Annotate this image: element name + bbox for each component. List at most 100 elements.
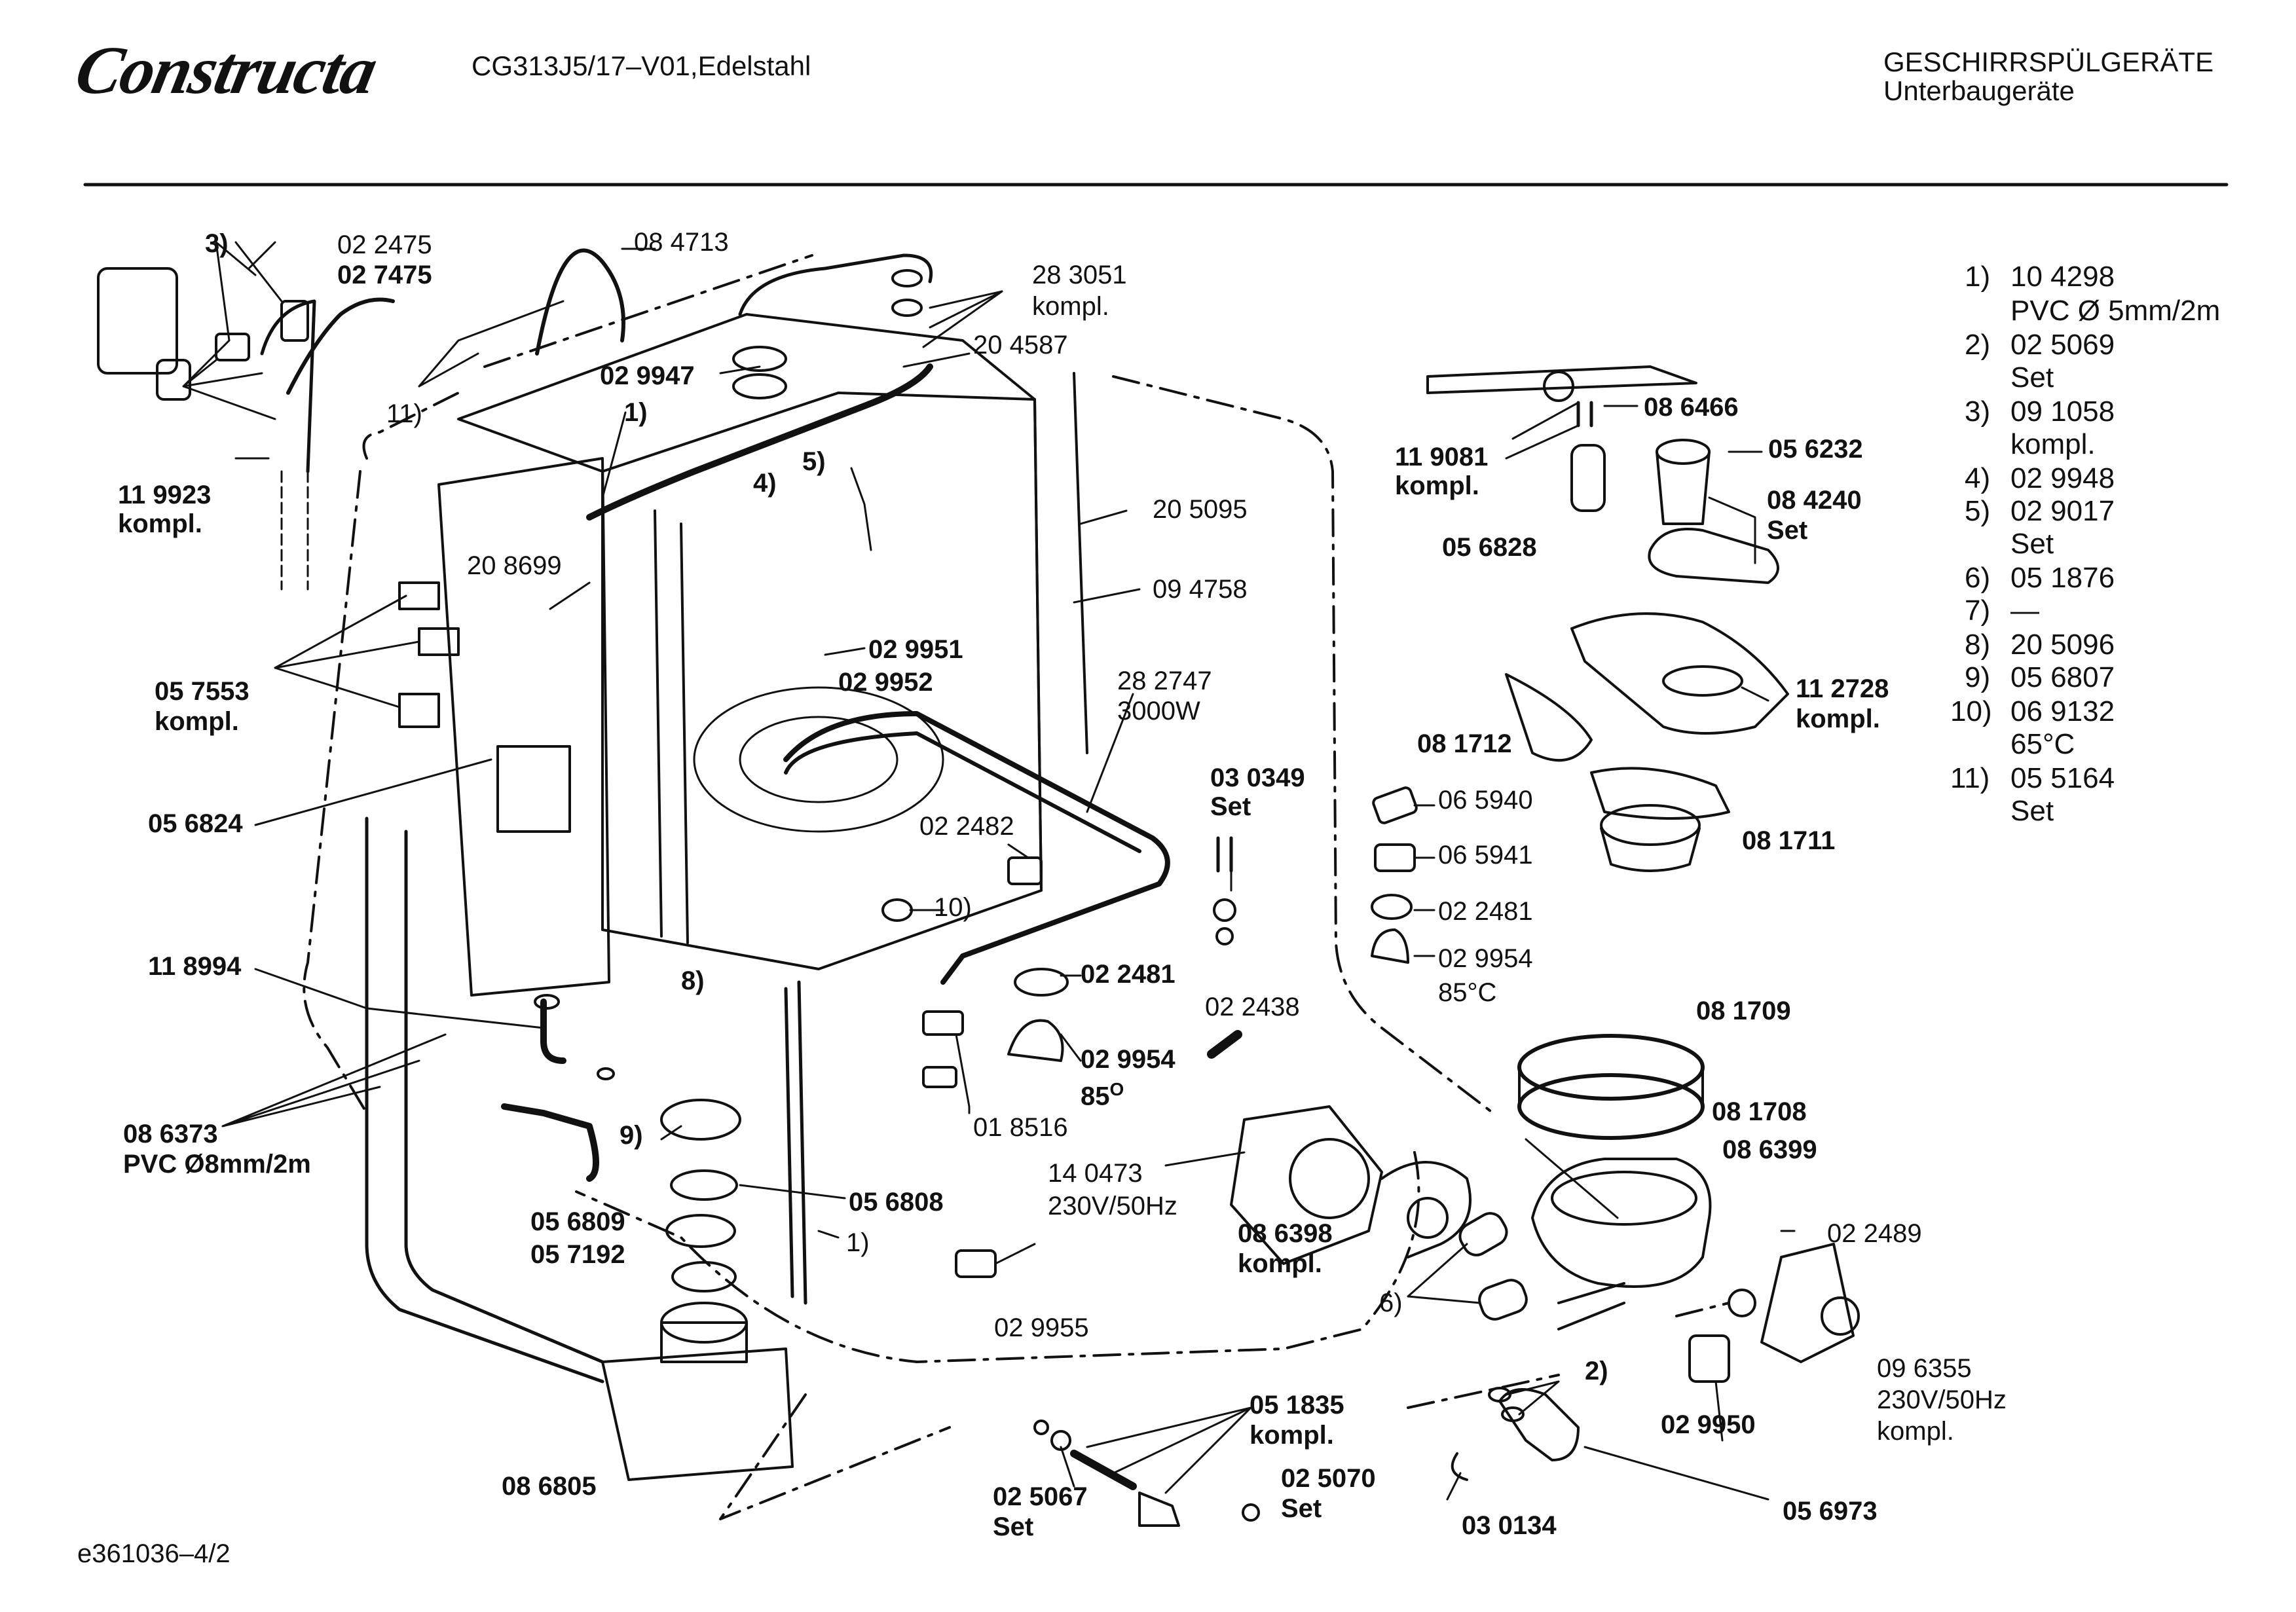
part-029955	[955, 1249, 997, 1278]
part-label: 85O	[1081, 1079, 1124, 1111]
filter-081711	[1590, 767, 1730, 820]
part-label: 05 6828	[1442, 533, 1537, 562]
legend-key: 5)	[1965, 495, 1991, 527]
tub-floor-ring	[693, 686, 944, 833]
part-label: 4)	[753, 469, 777, 498]
leader-086373	[221, 1033, 447, 1127]
legend-key: 11)	[1950, 762, 1990, 794]
legend-part: 02 9017	[2010, 495, 2115, 527]
legend-part: 06 9132	[2010, 695, 2115, 727]
hose-086373	[365, 816, 604, 1383]
legend-key: 2)	[1965, 329, 1991, 361]
part-label: Set	[1767, 516, 1808, 545]
spray-arm-086466	[1426, 365, 1697, 394]
filter-081712	[1505, 673, 1593, 762]
part-label: 08 6805	[502, 1472, 597, 1501]
part-label: kompl.	[1395, 471, 1479, 500]
part-label: 5)	[802, 447, 826, 476]
part-022482	[1007, 856, 1043, 885]
legend-part: 10 4298	[2010, 261, 2115, 293]
part-label: 09 4758	[1153, 575, 1248, 604]
part-label: 20 4587	[973, 331, 1068, 359]
part-label: 05 6973	[1783, 1497, 1878, 1526]
part-label: 08 4240	[1767, 486, 1862, 515]
legend-note: 65°C	[2010, 728, 2075, 760]
part-label: 05 1835	[1250, 1391, 1344, 1420]
part-label: 6)	[1379, 1289, 1403, 1317]
filter-plate-112728	[1570, 612, 1789, 735]
legend-part: 05 1876	[2010, 562, 2115, 594]
legend-part: 20 5096	[2010, 629, 2115, 661]
legend-note: kompl.	[2010, 428, 2096, 460]
part-label: 11)	[386, 399, 422, 428]
part-label: 3)	[205, 229, 229, 258]
legend-key: 8)	[1965, 629, 1991, 661]
nozzle-084240	[1648, 528, 1779, 584]
part-label: 230V/50Hz	[1048, 1192, 1177, 1220]
part-label: Set	[1281, 1494, 1322, 1523]
leader-6	[1407, 1243, 1481, 1304]
part-label: 08 6466	[1644, 393, 1739, 422]
dispenser-body	[97, 267, 178, 375]
legend-key: 7)	[1965, 595, 1991, 627]
part-label: 1)	[624, 398, 648, 427]
part-label: 11 2728	[1796, 674, 1889, 703]
part-10	[881, 898, 913, 922]
document-code: e361036–4/2	[77, 1539, 231, 1568]
part-label: 01 8516	[973, 1113, 1068, 1142]
tub-rim	[601, 392, 1036, 473]
part-label: 11 9081	[1395, 443, 1489, 471]
seal-022481b	[1371, 894, 1413, 920]
seal-057192	[671, 1261, 737, 1292]
gasket-029950	[1688, 1334, 1730, 1383]
part-label: 08 1711	[1742, 826, 1836, 855]
thermostat-029954b	[1371, 928, 1409, 964]
part-label: 02 9950	[1661, 1410, 1756, 1439]
part-label: 28 2747	[1117, 667, 1212, 695]
valve-065940	[1372, 786, 1418, 824]
valve-065941	[1374, 843, 1416, 872]
part-label: kompl.	[1238, 1249, 1322, 1278]
part-label: 02 9947	[600, 361, 695, 390]
legend-part: 05 6807	[2010, 661, 2115, 693]
pump-motor-086805	[601, 1347, 794, 1481]
category-subtitle: Unterbaugeräte	[1883, 75, 2075, 106]
elbow-056973	[1498, 1388, 1580, 1461]
part-label: kompl.	[1032, 292, 1109, 321]
part-label: kompl.	[1796, 705, 1880, 733]
part-label: kompl.	[118, 509, 202, 538]
part-label: 06 5940	[1438, 786, 1533, 815]
legend-part: 09 1058	[2010, 395, 2115, 428]
legend-key: 1)	[1965, 261, 1991, 293]
part-label: 02 2475	[337, 230, 432, 259]
part-label: 03 0349	[1210, 763, 1305, 792]
leader-11	[418, 300, 565, 388]
clamp-030134	[1451, 1452, 1468, 1481]
part-label: 3000W	[1117, 697, 1200, 725]
tub-outline-lower	[303, 470, 1730, 1520]
part-label: kompl.	[1250, 1421, 1334, 1450]
seal-056808	[670, 1169, 738, 1201]
part-label: 03 0134	[1462, 1511, 1557, 1540]
tub-seal-right	[1033, 372, 1088, 892]
part-label: 02 2489	[1827, 1219, 1922, 1248]
part-label: Set	[1210, 792, 1251, 821]
part-label: 05 6232	[1768, 435, 1863, 464]
connector-056828	[1570, 444, 1606, 512]
part-label: 02 2438	[1205, 993, 1300, 1021]
sump-086399	[1531, 1158, 1712, 1288]
category-title: GESCHIRRSPÜLGERÄTE	[1883, 46, 2214, 77]
leader-118994	[254, 968, 545, 1029]
part-label: Set	[993, 1512, 1034, 1541]
pressure-switch	[398, 581, 440, 610]
top-bar-part	[738, 253, 933, 316]
ring-081708	[1517, 1073, 1705, 1140]
part-label: 05 7192	[530, 1240, 625, 1269]
legend-key: 9)	[1965, 661, 1991, 693]
side-panel-box	[496, 745, 571, 833]
screw-025070	[1242, 1503, 1260, 1522]
side-panel	[437, 457, 610, 997]
drain-pipe	[540, 998, 566, 1064]
washer-029947	[732, 346, 787, 372]
part-label: 2)	[1585, 1357, 1608, 1385]
